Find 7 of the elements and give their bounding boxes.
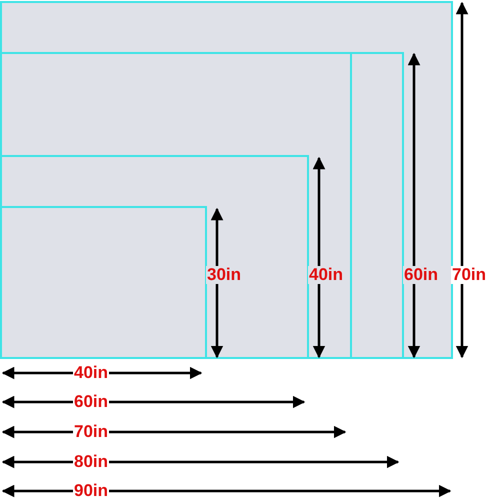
rectangle	[0, 206, 207, 359]
rectangle	[0, 155, 309, 359]
dimension-label: 70in	[451, 266, 488, 284]
dimension-label: 60in	[403, 266, 440, 284]
rectangle	[0, 1, 453, 359]
dimension-label: 40in	[308, 266, 344, 284]
dimension-label: 30in	[206, 266, 242, 284]
